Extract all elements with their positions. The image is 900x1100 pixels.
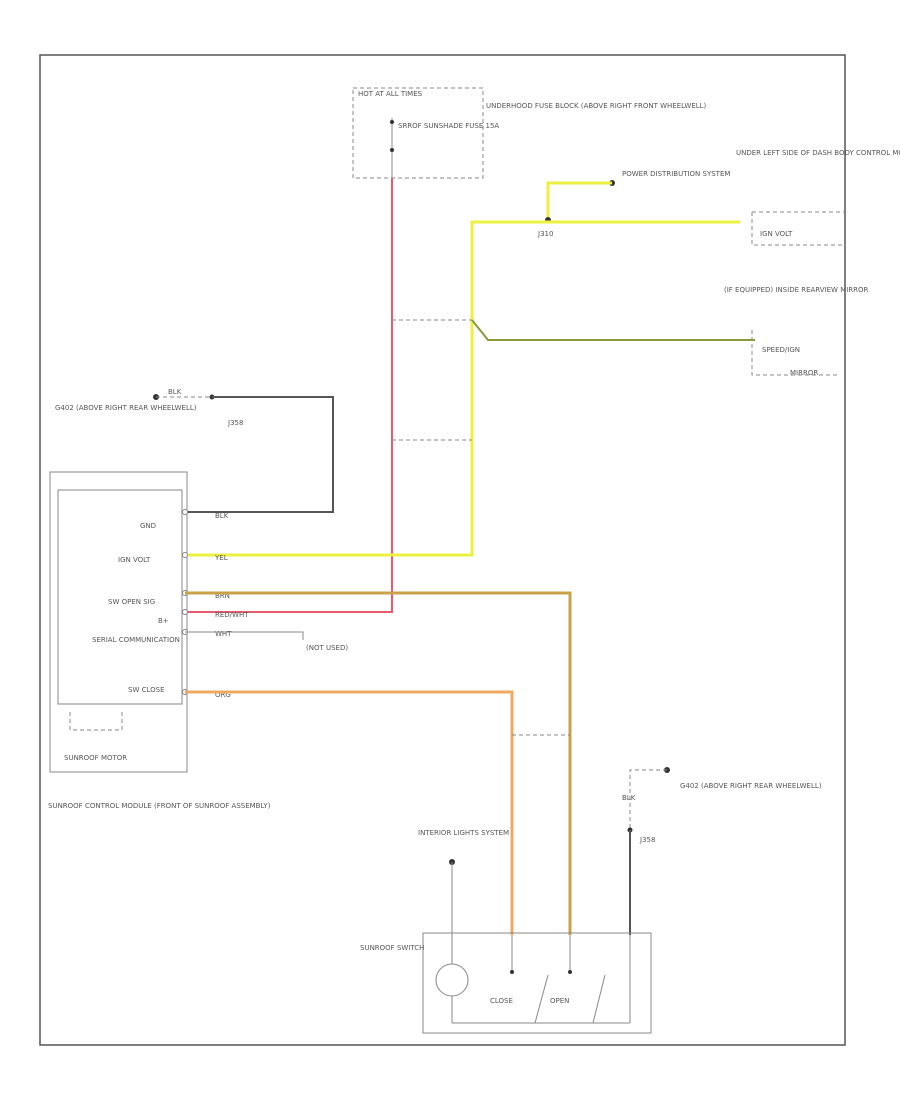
ground-bottom: BLK J358 G402 (ABOVE RIGHT REAR WHEELWEL… bbox=[622, 767, 822, 935]
body-control-module: UNDER LEFT SIDE OF DASH BODY CONTROL MOD… bbox=[736, 149, 900, 246]
ground-bottom-location: G402 (ABOVE RIGHT REAR WHEELWELL) bbox=[680, 782, 822, 790]
wire-black-ground bbox=[185, 396, 334, 513]
ground-top-wire: BLK bbox=[168, 388, 182, 396]
switch-name: SUNROOF SWITCH bbox=[360, 944, 424, 952]
fuse-block: HOT AT ALL TIMES SRROF SUNSHADE FUSE 15A… bbox=[352, 87, 707, 179]
ground-bottom-splice: J358 bbox=[639, 836, 655, 844]
rearview-location: (IF EQUIPPED) INSIDE REARVIEW MIRROR bbox=[724, 286, 869, 294]
wire-brown-open bbox=[185, 591, 572, 935]
module-pin-ign-volt: IGN VOLT bbox=[118, 556, 151, 564]
module-name: SUNROOF CONTROL MODULE (FRONT OF SUNROOF… bbox=[48, 802, 271, 810]
ground-top: BLK J358 G402 (ABOVE RIGHT REAR WHEELWEL… bbox=[55, 388, 243, 427]
module-pin-gnd: GND bbox=[140, 522, 156, 530]
wire-label-org: ORG bbox=[215, 691, 231, 699]
wire-red-bplus bbox=[185, 178, 393, 613]
sunroof-motor-label: SUNROOF MOTOR bbox=[64, 754, 127, 762]
wire-label-wht: WHT bbox=[215, 630, 232, 638]
wire-green-mirror bbox=[471, 319, 755, 341]
switch-open-label: OPEN bbox=[550, 997, 569, 1005]
module-pin-serial: SERIAL COMMUNICATION bbox=[92, 636, 180, 644]
wire-white-serial bbox=[185, 631, 304, 640]
hot-at-all-times-label: HOT AT ALL TIMES bbox=[358, 90, 423, 98]
interior-lights-label: INTERIOR LIGHTS SYSTEM bbox=[418, 829, 509, 837]
ground-top-location: G402 (ABOVE RIGHT REAR WHEELWELL) bbox=[55, 404, 197, 412]
wire-label-redwht: RED/WHT bbox=[215, 611, 249, 619]
diagram-frame bbox=[39, 54, 846, 1046]
rearview-pin-label: SPEED/IGN bbox=[762, 346, 800, 354]
switch-lamp-icon bbox=[435, 963, 469, 997]
body-control-location: UNDER LEFT SIDE OF DASH BODY CONTROL MOD… bbox=[736, 149, 900, 157]
splice-j310-label: J310 bbox=[537, 230, 553, 238]
wire-label-yel: YEL bbox=[214, 554, 228, 562]
sunroof-switch: SUNROOF SWITCH CLOSE OPEN bbox=[360, 932, 652, 1034]
switch-close-label: CLOSE bbox=[490, 997, 513, 1005]
rearview-sub-label: MIRROR bbox=[790, 369, 818, 377]
fuse-block-location: UNDERHOOD FUSE BLOCK (ABOVE RIGHT FRONT … bbox=[486, 102, 707, 110]
module-pin-bplus: B+ bbox=[158, 617, 169, 625]
wire-label-brn: BRN bbox=[215, 592, 230, 600]
wire-yellow-ign bbox=[185, 220, 740, 557]
fuse-label: SRROF SUNSHADE FUSE 15A bbox=[398, 122, 499, 130]
module-pin-sw-close: SW CLOSE bbox=[128, 686, 165, 694]
ground-bottom-wire: BLK bbox=[622, 794, 636, 802]
power-distribution: POWER DISTRIBUTION SYSTEM J310 bbox=[537, 170, 730, 238]
ground-top-splice: J358 bbox=[227, 419, 243, 427]
module-pin-sw-open: SW OPEN SIG bbox=[108, 598, 155, 606]
sunroof-control-module: SUNROOF MOTOR SUNROOF CONTROL MODULE (FR… bbox=[48, 471, 348, 810]
body-control-pin-label: IGN VOLT bbox=[760, 230, 793, 238]
wire-orange-close bbox=[185, 690, 514, 935]
interior-lights: INTERIOR LIGHTS SYSTEM bbox=[418, 829, 509, 935]
not-used-label: (NOT USED) bbox=[306, 644, 348, 652]
power-distribution-label: POWER DISTRIBUTION SYSTEM bbox=[622, 170, 730, 178]
wire-label-blk: BLK bbox=[215, 512, 229, 520]
rearview-mirror: (IF EQUIPPED) INSIDE REARVIEW MIRROR SPE… bbox=[724, 286, 869, 377]
